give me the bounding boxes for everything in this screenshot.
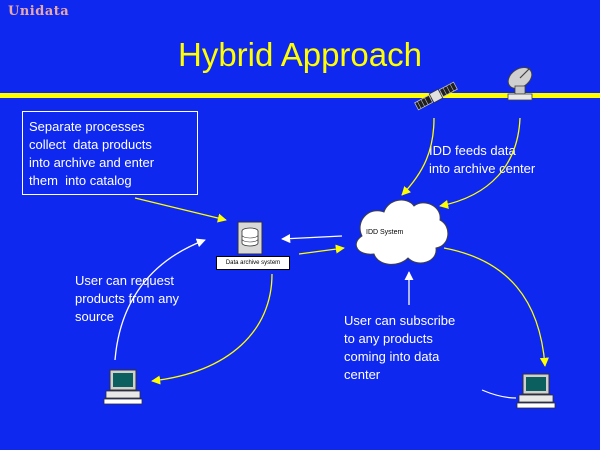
database-disk-icon (237, 221, 263, 255)
computer-icon (516, 373, 556, 409)
processes-note-box (22, 111, 198, 195)
archive-system-label: Data archive system (216, 256, 290, 270)
computer-icon (103, 369, 143, 405)
arrow-cloud-to-archive (281, 234, 343, 244)
arrow-satellite-to-cloud (401, 117, 435, 196)
idd-system-label: IDD System (366, 229, 404, 236)
idd-feeds-note: IDD feeds data into archive center (429, 143, 536, 176)
arrow-user-request (114, 238, 206, 361)
user-subscribe-link (481, 389, 517, 399)
satellite-icon (414, 81, 458, 111)
title-rule (0, 93, 600, 98)
satellite-dish-icon (507, 67, 533, 101)
slide-title: Hybrid Approach (178, 36, 422, 73)
user-request-note: User can request products from any sourc… (75, 273, 180, 324)
arrow-archive-to-user (151, 273, 273, 385)
cloud-icon (355, 199, 449, 265)
arrow-cloud-to-user (443, 247, 549, 367)
user-subscribe-note: User can subscribe to any products comin… (344, 313, 456, 382)
arrow-archive-to-cloud (298, 244, 345, 255)
arrow-dish-to-cloud (439, 117, 521, 209)
arrow-processes-to-archive (134, 197, 227, 223)
unidata-logo: Unidata (8, 4, 70, 19)
processes-note-text: Separate processes collect data products… (29, 119, 155, 188)
